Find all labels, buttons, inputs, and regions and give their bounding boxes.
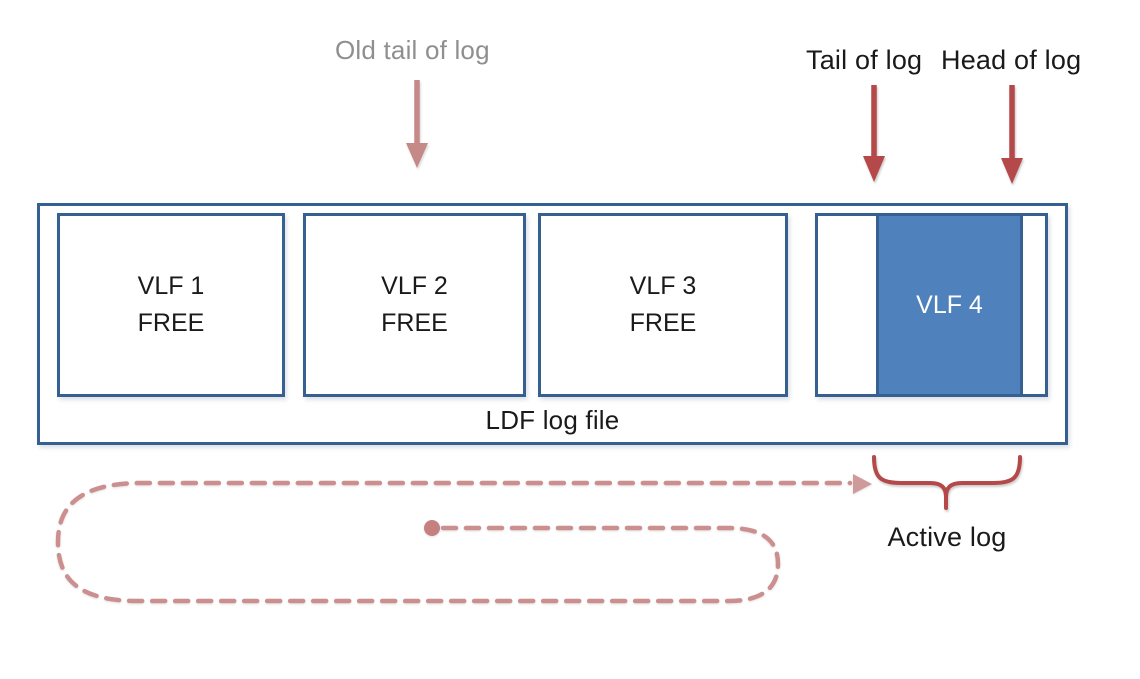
vlf2-status: FREE xyxy=(381,309,448,337)
active-log-label: Active log xyxy=(887,522,1007,552)
ldf-log-file-label: LDF log file xyxy=(485,405,620,435)
vlf2-box: VLF 2 FREE xyxy=(303,213,526,397)
vlf3-name: VLF 3 xyxy=(629,272,697,300)
tail-of-log-label: Tail of log xyxy=(806,45,923,75)
head-of-log-arrow-icon xyxy=(1001,85,1023,184)
vlf2-name: VLF 2 xyxy=(381,272,448,300)
head-of-log-label: Head of log xyxy=(941,45,1082,75)
vlf4-active-region: VLF 4 xyxy=(876,216,1023,394)
tail-of-log-arrow-icon xyxy=(863,85,885,182)
log-wraparound-dashed-arrow-icon xyxy=(55,474,872,604)
old-tail-arrow-icon xyxy=(406,80,428,168)
vlf1-box: VLF 1 FREE xyxy=(57,213,285,397)
vlf4-name: VLF 4 xyxy=(916,290,983,319)
vlf1-name: VLF 1 xyxy=(137,272,205,300)
old-tail-of-log-label: Old tail of log xyxy=(335,35,490,65)
vlf3-box: VLF 3 FREE xyxy=(538,213,788,397)
vlf3-status: FREE xyxy=(629,309,697,337)
vlf1-status: FREE xyxy=(137,309,205,337)
vlf4-box: VLF 4 xyxy=(815,213,1048,397)
active-log-brace-icon xyxy=(872,455,1022,510)
